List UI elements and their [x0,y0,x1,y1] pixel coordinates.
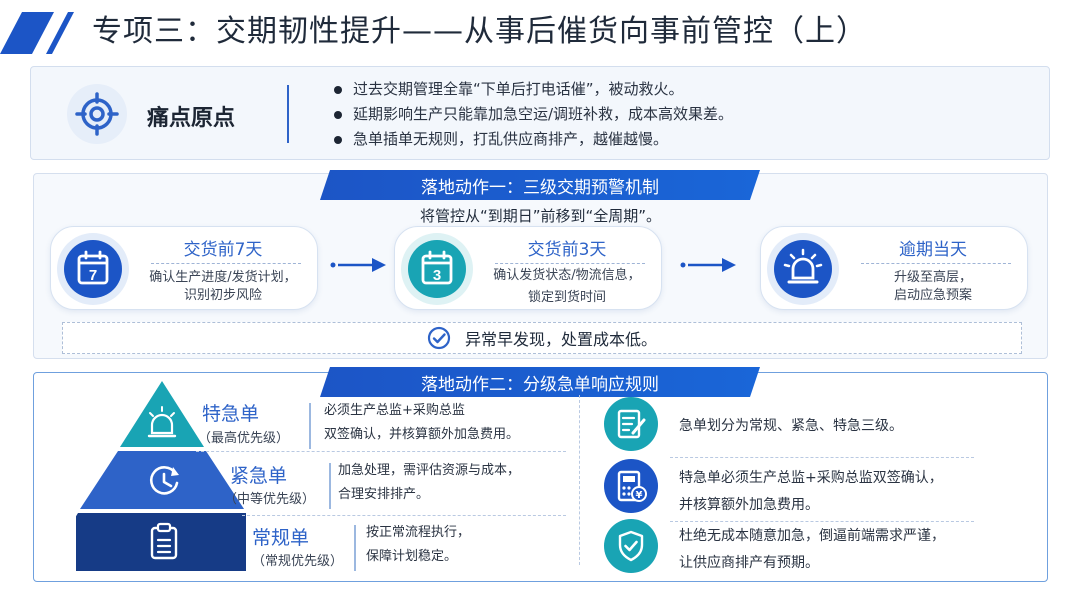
action2-title: 落地动作二：分级急单响应规则 [421,374,659,395]
arrow-right-icon [330,258,386,272]
level-urgent-name: 特急单 [202,403,260,425]
stage-desc-line: 确认生产进度/发货计划， [149,270,297,285]
stage-divider [151,263,301,264]
level-bar [354,525,356,571]
stage-desc-line: 启动应急预案 [893,288,972,303]
rule-text: 急单划分为常规、紧急、特急三级。 [679,413,903,440]
level-regular-name: 常规单 [252,527,310,549]
stage-desc-line: 确认发货状态/物流信息， [493,268,641,283]
rule-text-line: 并核算额外加急费用。 [679,497,819,513]
action1-ribbon: 落地动作一：三级交期预警机制 [320,170,760,200]
title-accent-mark [0,12,74,54]
rule-divider [670,521,974,522]
action2-ribbon: 落地动作二：分级急单响应规则 [320,367,760,397]
pain-points-list: 过去交期管理全靠“下单后打电话催”，被动救火。 延期影响生产只能靠加急空运/调班… [331,77,733,152]
rule-text: 特急单必须生产总监+采购总监双签确认， 并核算额外加急费用。 [679,465,943,519]
level-desc-line: 合理安排排产。 [338,487,430,502]
stage-title: 交货前7天 [183,240,263,260]
document-edit-icon [604,397,658,451]
calendar-number: 3 [433,267,441,284]
calculator-yen-icon: ¥ [604,459,658,513]
stage-card: 逾期当天 升级至高层， 启动应急预案 [760,226,1028,310]
pyramid-middle-level [80,451,244,509]
stage-description: 确认发货状态/物流信息， 锁定到货时间 [477,265,657,309]
pain-points-panel: 痛点原点 过去交期管理全靠“下单后打电话催”，被动救火。 延期影响生产只能靠加急… [30,66,1050,160]
check-circle-icon [427,326,451,350]
level-desc-line: 按正常流程执行， [366,525,471,540]
pyramid-bottom-level [76,513,246,571]
alarm-siren-icon [767,233,839,305]
action1-subtitle: 将管控从“到期日”前移到“全周期”。 [419,207,662,225]
section-divider [579,395,580,565]
svg-text:¥: ¥ [636,490,643,501]
stage-desc-line: 锁定到货时间 [527,290,606,305]
rule-text-line: 让供应商排产有预期。 [679,555,819,571]
rule-text-line: 杜绝无成本随意加急，倒逼前端需求严谨， [679,528,945,544]
level-divider [242,515,566,516]
page-title: 专项三：交期韧性提升——从事后催货向事前管控（上） [92,14,867,49]
stage-title: 交货前3天 [527,240,607,260]
action2-panel: 落地动作二：分级急单响应规则 特急单 （最高优先级） [33,367,1048,582]
level-regular-desc: 按正常流程执行， 保障计划稳定。 [366,521,470,569]
level-desc-line: 双签确认，并核算额外加急费用。 [324,427,520,442]
stage-description: 升级至高层， 启动应急预案 [843,269,1023,305]
target-icon [67,84,127,144]
rule-text: 杜绝无成本随意加急，倒逼前端需求严谨， 让供应商排产有预期。 [679,523,945,577]
action1-panel: 落地动作一：三级交期预警机制 将管控从“到期日”前移到“全周期”。 7 交货前7… [33,170,1048,359]
level-bar [329,463,331,509]
priority-pyramid [76,381,246,571]
clipboard-icon [150,522,178,560]
level-urgent-sub: （最高优先级） [198,431,290,446]
level-desc-line: 保障计划稳定。 [366,549,458,564]
rule-text-line: 急单划分为常规、紧急、特急三级。 [679,418,903,434]
calendar-3-icon: 3 [401,233,473,305]
rule-text-line: 特急单必须生产总监+采购总监双签确认， [679,470,943,486]
action1-title: 落地动作一：三级交期预警机制 [421,177,659,198]
level-urgent-desc: 必须生产总监+采购总监 双签确认，并核算额外加急费用。 [324,399,519,447]
pain-point-item: 延期影响生产只能靠加急空运/调班补救，成本高效果差。 [331,102,733,127]
action1-note: 异常早发现，处置成本低。 [62,322,1022,354]
level-divider [196,451,566,452]
pain-divider [287,85,289,143]
level-regular-sub: （常规优先级） [252,554,344,569]
stage-desc-line: 识别初步风险 [183,288,262,303]
stage-card: 3 交货前3天 确认发货状态/物流信息， 锁定到货时间 [394,226,662,310]
calendar-7-icon: 7 [57,233,129,305]
clock-icon [149,466,179,495]
calendar-number: 7 [89,267,97,284]
stage-card: 7 交货前7天 确认生产进度/发货计划， 识别初步风险 [50,226,318,310]
rule-divider [670,457,974,458]
level-desc-line: 加急处理，需评估资源与成本， [338,463,521,478]
stage-divider [495,263,645,264]
siren-icon [147,406,177,438]
pain-points-label: 痛点原点 [147,106,236,131]
pain-point-item: 急单插单无规则，打乱供应商排产，越催越慢。 [331,127,733,152]
action1-note-text: 异常早发现，处置成本低。 [464,330,657,349]
stage-desc-line: 升级至高层， [893,270,972,285]
level-bar [309,403,311,449]
level-emergency-sub: （中等优先级） [224,492,316,507]
level-desc-line: 必须生产总监+采购总监 [324,403,465,418]
stage-divider [861,263,1011,264]
level-emergency-name: 紧急单 [230,465,288,487]
stage-title: 逾期当天 [899,240,967,260]
arrow-right-icon [680,258,736,272]
level-emergency-desc: 加急处理，需评估资源与成本， 合理安排排产。 [338,459,520,507]
shield-check-icon [604,519,658,573]
pain-point-item: 过去交期管理全靠“下单后打电话催”，被动救火。 [331,77,733,102]
stage-description: 确认生产进度/发货计划， 识别初步风险 [133,269,313,305]
